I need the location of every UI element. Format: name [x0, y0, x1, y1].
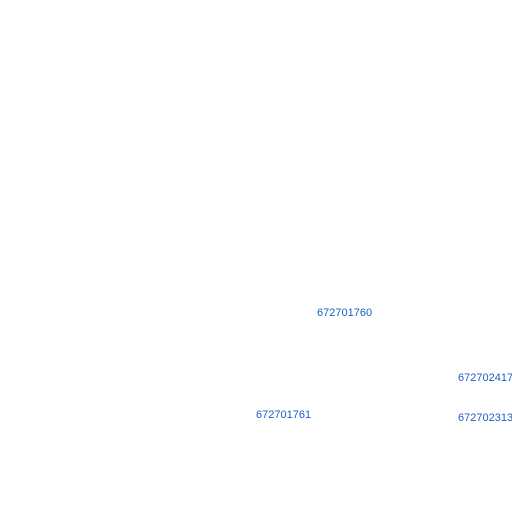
parcel-label[interactable]: 672701760	[317, 307, 373, 319]
parcel-label[interactable]: 672702417	[458, 372, 512, 384]
parcel-label[interactable]: 672701761	[256, 409, 312, 421]
parcel-label[interactable]: 672702313	[458, 412, 512, 424]
